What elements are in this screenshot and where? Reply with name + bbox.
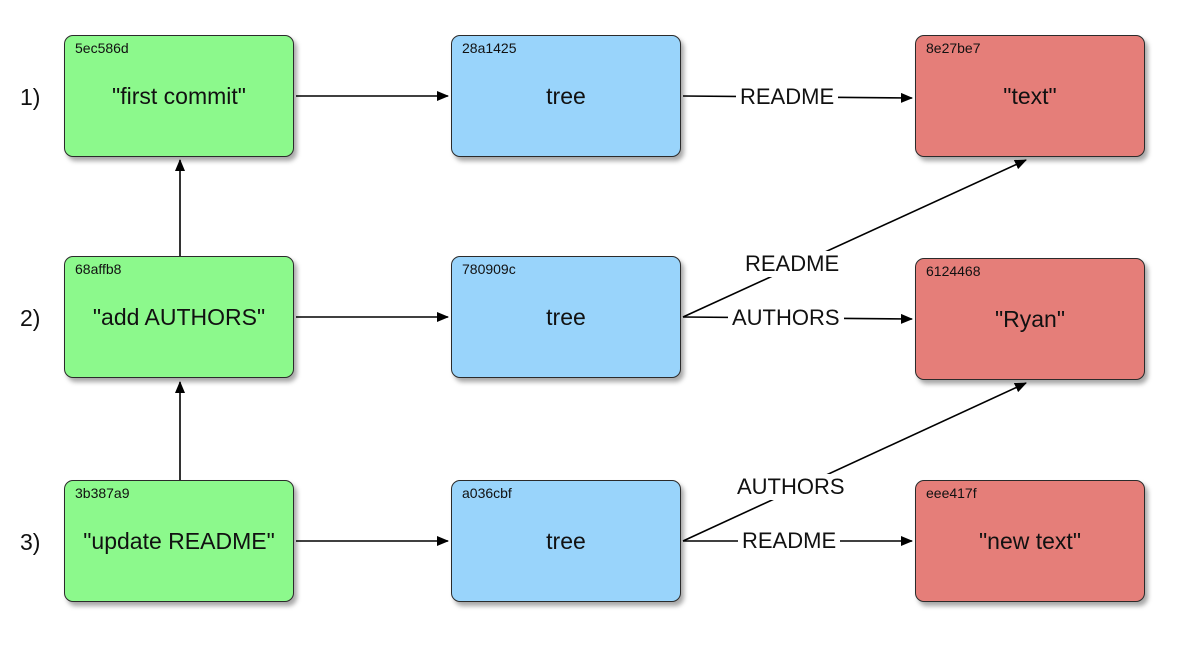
blob-hash: eee417f: [926, 485, 977, 501]
blob-node-3: eee417f "new text": [915, 480, 1145, 602]
blob-hash: 8e27be7: [926, 40, 981, 56]
edge-label-tree1-readme: README: [736, 84, 839, 110]
commit-message: "update README": [83, 528, 275, 554]
edge-label-tree3-readme: README: [738, 528, 841, 554]
edge-label-tree3-authors: AUTHORS: [733, 474, 849, 500]
row-label-1: 1): [20, 84, 41, 110]
row-label-3: 3): [20, 529, 41, 555]
commit-message: "add AUTHORS": [92, 304, 266, 330]
blob-node-2: 6124468 "Ryan": [915, 258, 1145, 380]
edge-tree3-authors: [682, 382, 1027, 542]
commit-node-3: 3b387a9 "update README": [64, 480, 294, 602]
commit-node-2: 68affb8 "add AUTHORS": [64, 256, 294, 378]
tree-hash: 780909c: [462, 261, 516, 277]
edge-label-tree2-authors: AUTHORS: [728, 305, 844, 331]
commit-hash: 68affb8: [75, 261, 122, 277]
blob-hash: 6124468: [926, 263, 981, 279]
tree-hash: a036cbf: [462, 485, 512, 501]
tree-label: tree: [546, 83, 586, 109]
tree-label: tree: [546, 304, 586, 330]
row-label-2: 2): [20, 305, 41, 331]
tree-node-1: 28a1425 tree: [451, 35, 681, 157]
tree-node-3: a036cbf tree: [451, 480, 681, 602]
blob-node-1: 8e27be7 "text": [915, 35, 1145, 157]
blob-content: "new text": [979, 528, 1081, 554]
tree-label: tree: [546, 528, 586, 554]
commit-message: "first commit": [112, 83, 246, 109]
tree-hash: 28a1425: [462, 40, 517, 56]
commit-hash: 3b387a9: [75, 485, 130, 501]
tree-node-2: 780909c tree: [451, 256, 681, 378]
commit-node-1: 5ec586d "first commit": [64, 35, 294, 157]
edge-tree2-readme: [682, 159, 1027, 318]
commit-hash: 5ec586d: [75, 40, 129, 56]
edge-label-tree2-readme: README: [741, 251, 844, 277]
blob-content: "text": [1003, 83, 1057, 109]
blob-content: "Ryan": [994, 306, 1066, 332]
